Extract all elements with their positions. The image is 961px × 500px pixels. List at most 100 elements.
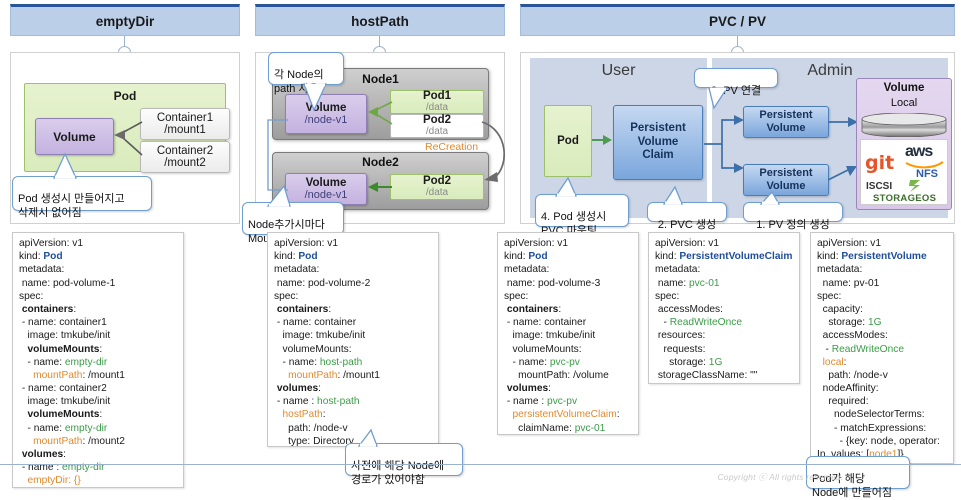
hostpath-recreation-arrow <box>481 121 506 182</box>
yaml-line: volumes: <box>19 449 67 460</box>
hostpath-callout-top-tail <box>303 83 328 112</box>
yaml-line: mountPath: /mount1 <box>288 369 380 381</box>
yaml-line: apiVersion: v1 <box>817 238 881 249</box>
hostpath-node2-volume: Volume /node-v1 <box>285 173 367 205</box>
yaml-line: containers: <box>19 303 77 315</box>
yaml-line: spec: <box>817 290 842 302</box>
yaml-line: name: pod-volume-1 <box>19 277 116 289</box>
yaml-line: apiVersion: v1 <box>504 238 568 249</box>
yaml-line: - name: pvc-pv <box>504 356 580 368</box>
emptydir-volume-box: Volume <box>35 118 114 155</box>
hostpath-node1-pod1-path: /data <box>425 102 449 113</box>
yaml-line: kind: Pod <box>274 251 318 263</box>
pvcpv-pv-label-1: Persistent Volume <box>759 109 813 134</box>
nfs-logo-icon: NFS <box>916 168 938 180</box>
connector-stem-hostpath <box>379 36 380 52</box>
yaml-line: path: /node-v <box>274 422 348 434</box>
emptydir-container2-box: Container2 /mount2 <box>140 141 230 173</box>
section-title-hostpath: hostPath <box>351 13 409 29</box>
yaml-line: metadata: <box>817 264 863 276</box>
pvcpv-step2-tail <box>662 185 683 205</box>
pvcpv-pv-box-1: Persistent Volume <box>743 106 829 138</box>
pvcpv-pod-to-pvc-arrow <box>592 135 612 145</box>
yaml-line: - name: empty-dir <box>19 356 108 368</box>
yaml-line: volumeMounts: <box>19 343 103 355</box>
hostpath-callout-top: 각 Node의 path 사용 <box>268 52 344 95</box>
emptydir-callout-tail <box>52 152 78 179</box>
pvcpv-pod-label: Pod <box>557 135 579 147</box>
yaml-line: - ReadWriteOnce <box>817 343 905 355</box>
pvcpv-storage-logos: git aws NFS ISCSI STORAGEOS <box>860 139 948 205</box>
hostpath-node1-volume-path: /node-v1 <box>304 114 348 126</box>
yaml-line: spec: <box>274 290 299 302</box>
yaml-line: - {key: node, operator: <box>817 435 940 447</box>
emptydir-container1-box: Container1 /mount1 <box>140 108 230 140</box>
yaml-line: volumeMounts: <box>274 343 352 355</box>
hostpath-node2-volume-path: /node-v1 <box>304 189 348 201</box>
emptydir-pod-label: Pod <box>113 89 137 103</box>
hostpath-recreation-label: ReCreation <box>425 141 479 153</box>
yaml-line: claimName: pvc-01 <box>504 422 606 434</box>
yaml-line: kind: PersistentVolumeClaim <box>655 251 793 263</box>
emptydir-callout-text: Pod 생성시 만들어지고 삭제시 없어짐 <box>18 193 125 219</box>
yaml-line: volumes: <box>504 383 552 395</box>
hostpath-node2-mount-arrow <box>368 182 392 192</box>
emptydir-container1-name: Container1 <box>156 112 214 124</box>
yaml-line: spec: <box>655 290 680 302</box>
yaml-line: mountPath: /mount1 <box>33 369 125 381</box>
aws-swoosh-icon <box>905 161 944 169</box>
pvcpv-pvc-box: Persistent Volume Claim <box>613 105 703 180</box>
yaml-line: type: Directory <box>274 435 354 447</box>
yaml-line: persistentVolumeClaim: <box>512 409 620 421</box>
hostpath-node1-mount-arrows <box>368 101 393 125</box>
yaml-line: storage: 1G <box>655 356 723 368</box>
yaml-line: accessModes: <box>655 303 723 315</box>
yaml-line: spec: <box>19 290 44 302</box>
storageos-logo-icon: STORAGEOS <box>873 193 937 204</box>
yaml-line: image: tmkube/init <box>504 330 596 342</box>
yaml-line: - name: empty-dir <box>19 422 108 434</box>
yaml-line: spec: <box>504 290 529 302</box>
emptydir-container2-name: Container2 <box>156 145 214 157</box>
iscsi-logo-icon: ISCSI <box>866 181 893 192</box>
yaml-line: apiVersion: v1 <box>274 238 338 249</box>
git-logo-icon: git <box>865 152 895 174</box>
yaml-line: storage: 1G <box>817 317 882 329</box>
yaml-line: containers: <box>274 303 332 315</box>
hostpath-node2-title: Node2 <box>362 155 399 169</box>
pvcpv-step3-tail <box>708 87 729 110</box>
hostpath-node2-volume-label: Volume <box>305 177 347 189</box>
pvcpv-storage-title: Volume <box>883 82 925 94</box>
hostpath-yaml-callout-text: 사전에 해당 Node에 경로가 있어야함 <box>351 460 445 486</box>
footer-divider <box>0 464 961 465</box>
yaml-line: - name: container1 <box>19 317 107 329</box>
yaml-line: - name : empty-dir <box>19 462 105 474</box>
hostpath-node2-pod2: Pod2 /data <box>390 174 484 200</box>
hostpath-node1-pod1-name: Pod1 <box>422 90 452 102</box>
pvcpv-step2-text: 2. PVC 생성 <box>657 219 717 232</box>
yaml-line: image: tmkube/init <box>19 330 111 342</box>
pvcpv-storage-subtitle: Local <box>890 97 918 109</box>
pvcpv-step2-callout: 2. PVC 생성 <box>647 202 727 231</box>
emptydir-callout: Pod 생성시 만들어지고 삭제시 없어짐 <box>12 176 152 219</box>
hostpath-node1-title: Node1 <box>362 72 399 86</box>
yaml-line: accessModes: <box>817 330 888 342</box>
yaml-line: In, values: [node1]} <box>817 449 904 460</box>
yaml-line: mountPath: /mount2 <box>33 435 125 447</box>
yaml-line: name: pod-volume-2 <box>274 277 371 289</box>
yaml-line: - name : pvc-pv <box>504 396 578 408</box>
pvcpv-step3-callout: 3. PV 연결 <box>694 68 778 97</box>
hostpath-yaml-callout: 사전에 해당 Node에 경로가 있어야함 <box>345 443 463 486</box>
yaml-line: containers: <box>504 303 562 315</box>
yaml-line: name: pv-01 <box>817 277 880 289</box>
yaml-line: - name : host-path <box>274 396 360 408</box>
yaml-line: path: /node-v <box>817 369 888 381</box>
yaml-line: emptyDir: {} <box>27 475 81 487</box>
section-header-emptydir: emptyDir <box>10 4 240 36</box>
hostpath-mount-bracket <box>267 119 288 191</box>
hostpath-node2-pod2-path: /data <box>425 187 449 198</box>
yaml-line: name: pod-volume-3 <box>504 277 601 289</box>
